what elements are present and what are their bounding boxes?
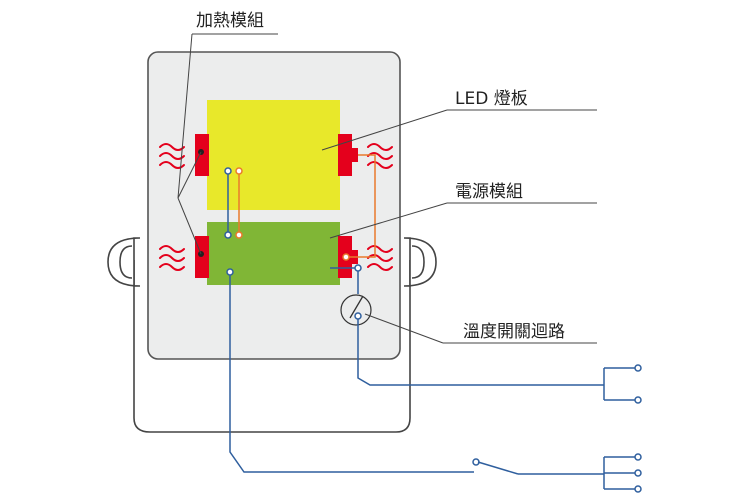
bracket-knob-left-inner	[119, 245, 133, 279]
heat-waves	[159, 143, 393, 271]
terminal-icon	[354, 264, 362, 272]
label-led-board: LED 燈板	[455, 89, 528, 109]
terminal-icon	[634, 485, 642, 493]
wire-power-supply	[229, 275, 474, 473]
heat-wave-line	[159, 143, 185, 151]
terminal-icon	[634, 396, 642, 404]
leader-power	[329, 202, 448, 239]
terminal-icon	[224, 231, 232, 239]
label-temp-switch-circuit: 溫度開關迴路	[463, 322, 565, 342]
terminal-icon	[224, 167, 232, 175]
internal-wiring	[224, 154, 642, 493]
terminal-icon	[235, 167, 243, 175]
leader-switch	[364, 313, 444, 344]
label-heating-module: 加熱模組	[196, 11, 264, 31]
heat-wave-line	[159, 254, 185, 262]
heat-wave-line	[367, 254, 393, 262]
callout-leaders	[177, 33, 597, 344]
heat-wave-icon	[159, 245, 185, 271]
heat-wave-line	[159, 152, 185, 160]
bracket-knob-left	[107, 237, 141, 287]
wire-temp-switch-out	[357, 319, 604, 386]
heater-pad-top-right	[338, 134, 352, 176]
heater-pad-top-left	[195, 134, 209, 176]
thermal-switch-icon	[340, 294, 372, 326]
heat-wave-line	[367, 152, 393, 160]
bracket-frame	[133, 260, 411, 433]
bracket-knob-right	[403, 237, 437, 287]
heat-wave-line	[367, 245, 393, 253]
wire-orange-heater	[346, 154, 376, 258]
bracket-knob-right-inner	[411, 245, 425, 279]
led-board	[207, 100, 340, 210]
mounting-bracket	[107, 237, 437, 433]
heater-tab-top-right	[352, 148, 358, 162]
terminal-icon	[235, 231, 243, 239]
power-switch-lever	[477, 461, 519, 475]
terminal-icon	[342, 253, 350, 261]
heat-wave-line	[367, 263, 393, 271]
terminal-icon	[634, 364, 642, 372]
heat-wave-line	[159, 245, 185, 253]
terminal-icon	[634, 469, 642, 477]
terminal-icon	[354, 312, 362, 320]
terminal-icon	[634, 453, 642, 461]
heat-wave-icon	[367, 245, 393, 271]
leader-led	[321, 109, 448, 151]
heat-wave-line	[367, 143, 393, 151]
leader-heating-bottom	[177, 197, 202, 255]
heat-wave-line	[367, 161, 393, 169]
heat-wave-icon	[367, 143, 393, 169]
terminal-icon	[226, 268, 234, 276]
heater-pad-bottom-left	[195, 236, 209, 278]
heat-wave-line	[159, 263, 185, 271]
switch-lever	[349, 295, 364, 319]
label-power-module: 電源模組	[455, 182, 523, 202]
